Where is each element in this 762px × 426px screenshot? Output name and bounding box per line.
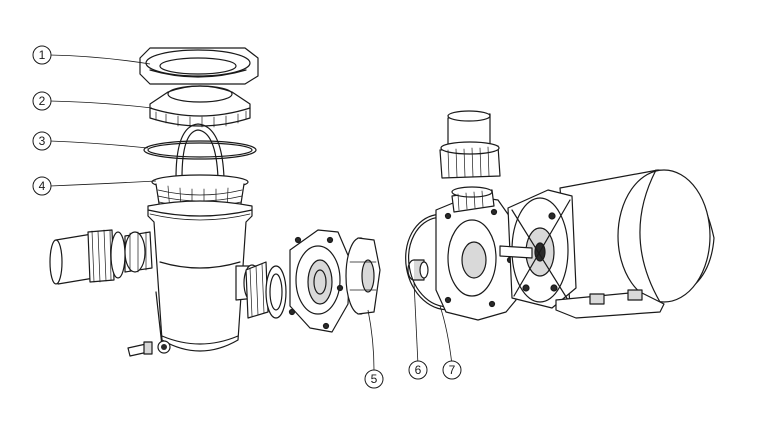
callout-1: 1 (32, 45, 52, 65)
inlet-union-drawing (49, 229, 126, 285)
motor-drawing (499, 169, 715, 319)
callout-4: 4 (32, 176, 52, 196)
discharge-union-drawing (439, 110, 501, 179)
callout-7-label: 7 (449, 363, 456, 377)
callout-2: 2 (32, 91, 52, 111)
strainer-lid-drawing (149, 85, 251, 128)
callout-5-label: 5 (371, 372, 378, 386)
callout-2-label: 2 (39, 94, 46, 108)
drain-plug-drawing (127, 341, 153, 357)
callout-3-label: 3 (39, 134, 46, 148)
callout-7: 7 (442, 360, 462, 380)
lid-clamp-ring-drawing (139, 47, 259, 85)
callout-6: 6 (408, 360, 428, 380)
leader-lines (49, 54, 453, 371)
callout-4-label: 4 (39, 179, 46, 193)
impeller-drawing (345, 237, 381, 315)
callout-6-label: 6 (415, 363, 422, 377)
callout-1-label: 1 (39, 48, 46, 62)
strainer-pot-drawing (124, 200, 261, 354)
pot-outlet-union-drawing (245, 261, 287, 319)
shaft-seal-drawing (407, 259, 429, 281)
seal-plate-drawing (288, 229, 351, 333)
callout-5: 5 (364, 369, 384, 389)
callout-3: 3 (32, 131, 52, 151)
pump-housing-drawing (435, 186, 517, 321)
lid-o-ring-drawing (143, 140, 257, 160)
